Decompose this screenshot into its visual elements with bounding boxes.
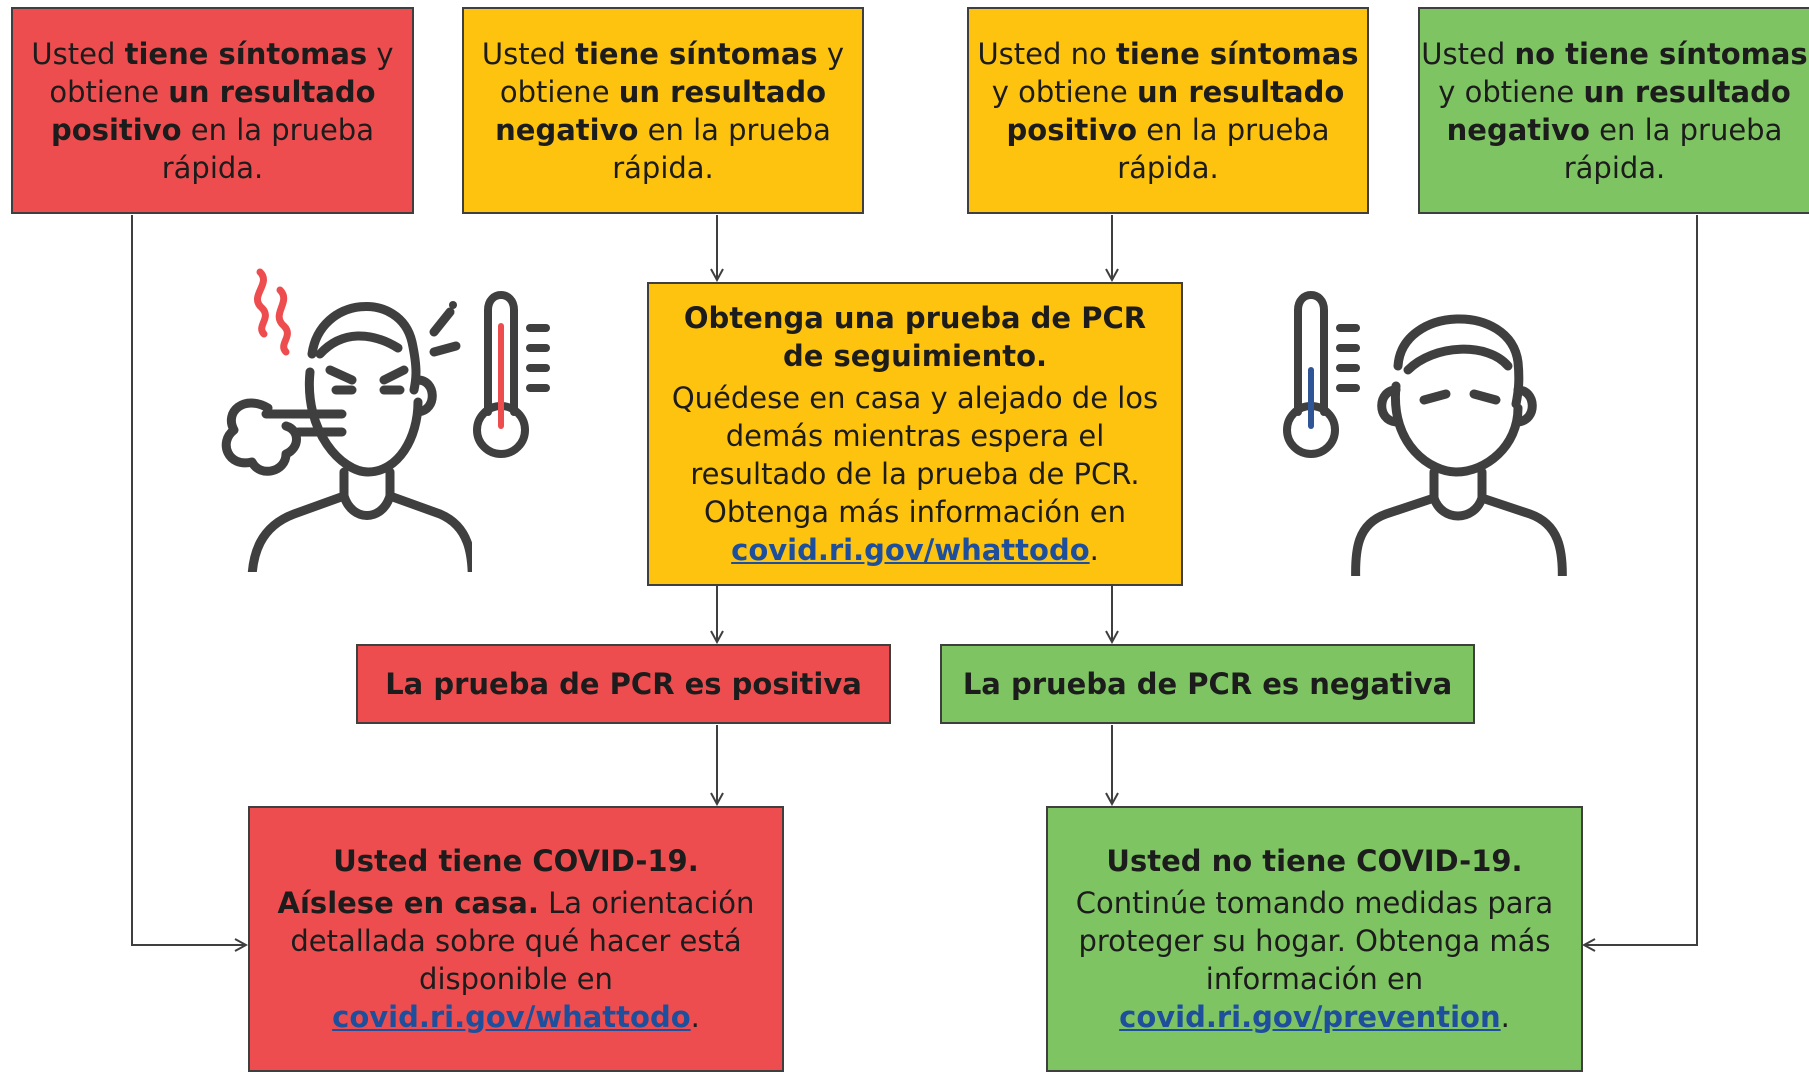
has-covid-link[interactable]: covid.ri.gov/whattodo bbox=[332, 1000, 691, 1034]
box-has-covid: Usted tiene COVID-19. Aíslese en casa. L… bbox=[248, 806, 784, 1072]
pcr-link[interactable]: covid.ri.gov/whattodo bbox=[731, 533, 1090, 567]
no-covid-link[interactable]: covid.ri.gov/prevention bbox=[1119, 1000, 1501, 1034]
line-top1-to-has-covid bbox=[131, 215, 246, 945]
box-pcr-positive: La prueba de PCR es positiva bbox=[356, 644, 891, 724]
sick-person-icon bbox=[221, 268, 472, 572]
box-no-symptoms-positive: Usted no tiene síntomas y obtiene un res… bbox=[967, 7, 1369, 214]
box-symptoms-positive: Usted tiene síntomas y obtiene un result… bbox=[11, 7, 414, 214]
box-pcr-negative: La prueba de PCR es negativa bbox=[940, 644, 1475, 724]
box-symptoms-negative: Usted tiene síntomas y obtiene un result… bbox=[462, 7, 864, 214]
healthy-person-icon bbox=[1351, 314, 1567, 576]
thermometer-high-icon bbox=[473, 291, 550, 458]
pcr-title: Obtenga una prueba de PCR de seguimiento… bbox=[683, 301, 1147, 373]
no-covid-title: Usted no tiene COVID-19. bbox=[1106, 844, 1523, 878]
box-no-covid: Usted no tiene COVID-19. Continúe tomand… bbox=[1046, 806, 1583, 1072]
has-covid-title: Usted tiene COVID-19. bbox=[333, 844, 699, 878]
pcr-body: Quédese en casa y alejado de los demás m… bbox=[671, 381, 1159, 567]
box-get-pcr: Obtenga una prueba de PCR de seguimiento… bbox=[647, 282, 1183, 586]
box-no-symptoms-negative: Usted no tiene síntomas y obtiene un res… bbox=[1418, 7, 1809, 214]
line-top4-to-no-covid bbox=[1584, 215, 1698, 945]
thermometer-low-icon bbox=[1283, 291, 1360, 458]
